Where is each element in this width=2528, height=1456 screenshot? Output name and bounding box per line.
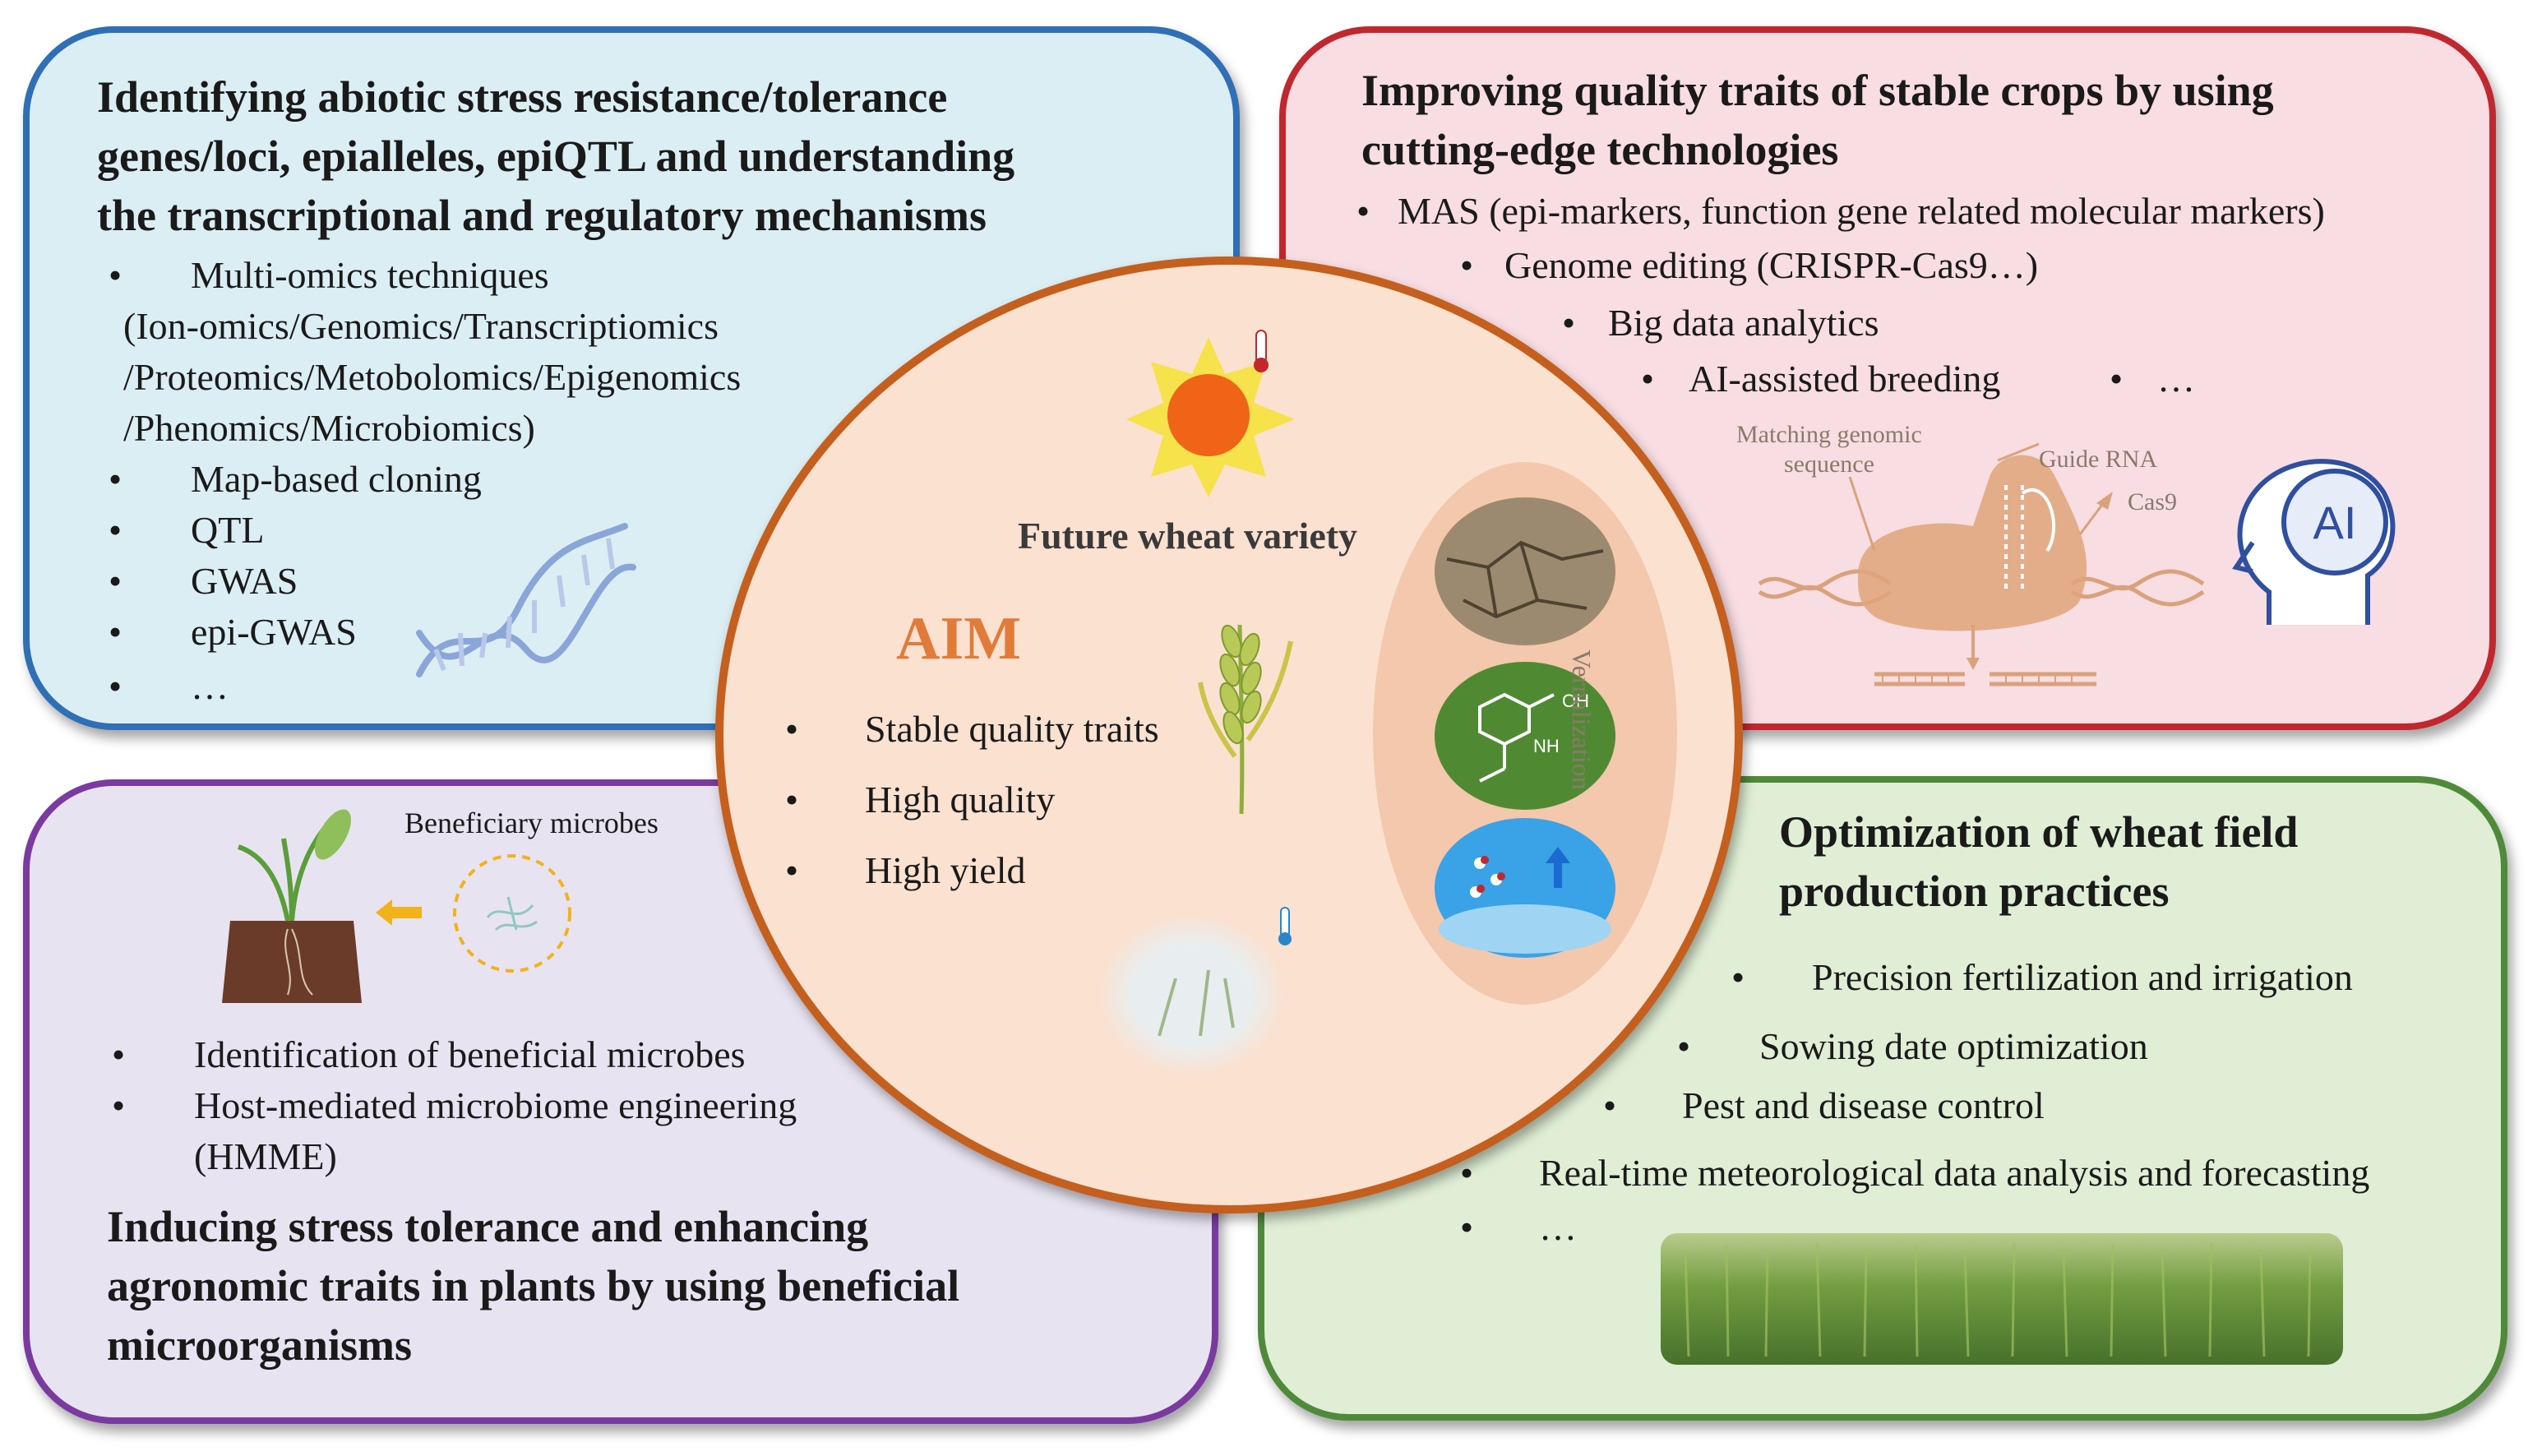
center-aim: AIM — [896, 605, 1022, 673]
tl-item-gwas: GWAS — [191, 560, 298, 602]
label-matching-genomic: Matching genomic — [1736, 421, 1922, 448]
bl-bullet: • — [112, 1033, 126, 1075]
tl-multiomics-label: Multi-omics techniques — [191, 254, 549, 296]
label-cas9: Cas9 — [2128, 488, 2177, 515]
br-item-meteorological: Real-time meteorological data analysis a… — [1539, 1152, 2370, 1194]
br-title-line-1: Optimization of wheat field — [1779, 807, 2299, 857]
tr-bullet: • — [1562, 302, 1576, 344]
tr-item-big-data: Big data analytics — [1608, 302, 1879, 344]
ai-head-label: AI — [2313, 497, 2357, 548]
bl-title-line-3: microorganisms — [107, 1320, 412, 1370]
br-bullet: • — [1603, 1084, 1617, 1126]
tl-title-line-3: the transcriptional and regulatory mecha… — [97, 191, 987, 240]
tl-bullet: • — [109, 665, 122, 707]
drought-soil-icon — [1435, 497, 1615, 645]
br-item-sowing-date: Sowing date optimization — [1759, 1025, 2148, 1067]
tr-bullet: • — [2110, 358, 2124, 400]
tr-bullet: • — [1356, 190, 1370, 232]
snow-cold-icon — [1098, 907, 1292, 1077]
tl-bullet: • — [109, 560, 122, 602]
crispr-cas9-diagram — [1758, 442, 2205, 686]
wheat-plant-soil-icon — [222, 809, 362, 1003]
center-item-high-quality: High quality — [865, 779, 1056, 820]
tl-bullet: • — [109, 509, 122, 551]
label-matching-sequence: sequence — [1784, 451, 1874, 478]
tr-title-line-2: cutting-edge technologies — [1361, 125, 1839, 174]
arrow-left-icon — [376, 899, 422, 926]
br-bullet: • — [1460, 1152, 1474, 1194]
tr-item-ai-breeding: AI-assisted breeding — [1689, 358, 2001, 400]
center-item-stable-quality: Stable quality traits — [865, 708, 1159, 750]
center-heading: Future wheat variety — [1018, 515, 1358, 557]
br-bullet: • — [1460, 1206, 1474, 1248]
br-item-precision-fertilization: Precision fertilization and irrigation — [1812, 956, 2353, 998]
label-beneficiary-microbes: Beneficiary microbes — [404, 807, 659, 839]
br-item-ellipsis: … — [1539, 1206, 1577, 1248]
bl-title-line-1: Inducing stress tolerance and enhancing — [107, 1202, 869, 1251]
center-bullet: • — [785, 779, 799, 820]
svg-text:NH: NH — [1533, 736, 1560, 756]
tr-item-ellipsis: … — [2157, 358, 2195, 400]
bl-title-line-2: agronomic traits in plants by using bene… — [107, 1261, 960, 1310]
bl-item-hmme: Host-mediated microbiome engineering — [194, 1084, 797, 1126]
center-bullet: • — [785, 849, 799, 891]
wheat-ear-icon — [1198, 624, 1293, 815]
br-item-pest-control: Pest and disease control — [1682, 1084, 2045, 1126]
label-vernalization: Vernalization — [1567, 649, 1597, 790]
tl-bullet: • — [109, 458, 122, 500]
tl-bullet: • — [109, 254, 122, 296]
bl-item-identification: Identification of beneficial microbes — [194, 1033, 746, 1075]
tl-title-line-1: Identifying abiotic stress resistance/to… — [97, 72, 948, 122]
dna-helix-icon — [416, 523, 636, 677]
tl-multiomics-line-2: /Proteomics/Metobolomics/Epigenomics — [123, 356, 742, 398]
salinity-chemical-icon: OH NH — [1435, 662, 1615, 810]
tr-item-genome-editing: Genome editing (CRISPR-Cas9…) — [1504, 244, 2039, 286]
br-bullet: • — [1731, 956, 1745, 998]
bl-item-hmme-abbrev: (HMME) — [194, 1135, 337, 1177]
tr-title-line-1: Improving quality traits of stable crops… — [1361, 66, 2274, 115]
tl-bullet: • — [109, 611, 122, 653]
tr-item-mas: MAS (epi-markers, function gene related … — [1398, 190, 2325, 232]
ai-head-icon: AI — [2232, 459, 2396, 625]
tr-bullet: • — [1460, 244, 1474, 286]
tl-item-ellipsis: … — [191, 665, 229, 707]
tl-multiomics-line-3: /Phenomics/Microbiomics) — [123, 407, 535, 449]
br-bullet: • — [1677, 1025, 1691, 1067]
flooding-water-icon — [1435, 818, 1615, 958]
tl-item-qtl: QTL — [191, 509, 265, 551]
sun-heat-icon — [1126, 330, 1295, 497]
center-bullet: • — [785, 708, 799, 750]
tl-title-line-2: genes/loci, epialleles, epiQTL and under… — [97, 132, 1015, 181]
microbe-circle-icon — [453, 854, 571, 973]
label-guide-rna: Guide RNA — [2039, 446, 2158, 473]
wheat-field-image — [1661, 1233, 2343, 1365]
tl-item-epi-gwas: epi-GWAS — [191, 611, 357, 653]
svg-text:OH: OH — [1562, 691, 1589, 711]
tl-multiomics-line-1: (Ion-omics/Genomics/Transcriptiomics — [123, 305, 719, 347]
br-title-line-2: production practices — [1779, 867, 2170, 916]
tl-item-map-based-cloning: Map-based cloning — [191, 458, 482, 500]
bl-bullet: • — [112, 1084, 126, 1126]
tr-bullet: • — [1641, 358, 1655, 400]
center-item-high-yield: High yield — [865, 849, 1026, 891]
